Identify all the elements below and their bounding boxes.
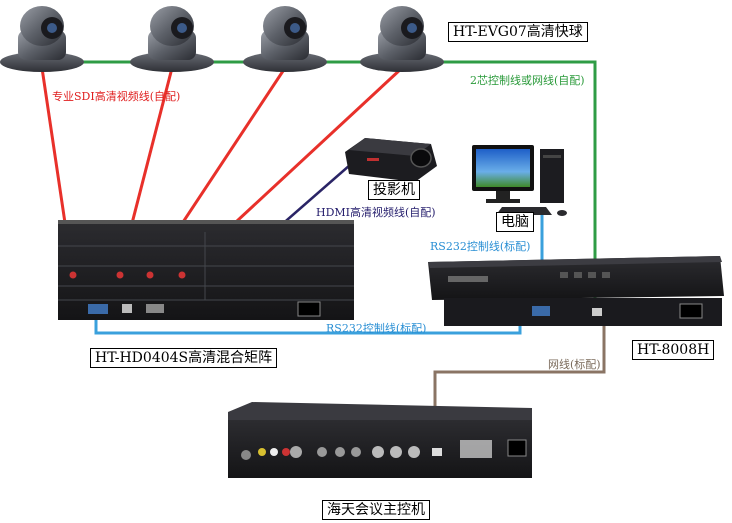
computer-label: 电脑 [496, 212, 534, 232]
rs232-matrix-label: RS232控制线(标配) [326, 322, 427, 335]
matrix-switcher-icon [58, 220, 354, 320]
conference-host-icon [228, 402, 532, 478]
ptz-camera-icon [243, 6, 327, 72]
processor-icon [428, 256, 724, 326]
matrix-label: HT-HD0404S高清混合矩阵 [90, 348, 278, 368]
network-cable-label: 网线(标配) [548, 358, 601, 371]
hdmi-cable-label: HDMI高清视频线(自配) [316, 206, 436, 219]
control-cable-label: 2芯控制线或网线(自配) [470, 74, 585, 87]
projector-label: 投影机 [368, 180, 420, 200]
rs232-pc-label: RS232控制线(标配) [430, 240, 531, 253]
ptz-camera-icon [360, 6, 444, 72]
host-label: 海天会议主控机 [322, 500, 430, 520]
ptz-camera-icon [130, 6, 214, 72]
ptz-camera-icon [0, 6, 84, 72]
sdi-cable-label: 专业SDI高清视频线(自配) [52, 90, 181, 103]
processor-label: HT-8008H [632, 340, 715, 360]
projector-icon [345, 138, 437, 182]
desktop-computer-icon [472, 145, 567, 216]
camera-label: HT-EVG07高清快球 [448, 22, 588, 42]
network-cable [433, 320, 606, 415]
